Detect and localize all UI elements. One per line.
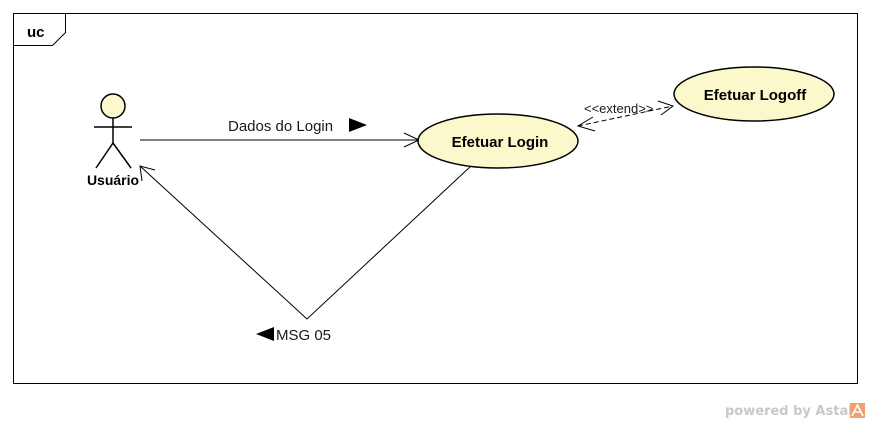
response-line bbox=[139, 165, 472, 320]
actor-right-leg bbox=[112, 142, 132, 169]
actor-usuario[interactable]: Usuário bbox=[87, 93, 139, 188]
association-response[interactable] bbox=[139, 165, 472, 320]
frame-tag: uc bbox=[27, 24, 45, 41]
message-label-response: MSG 05 bbox=[276, 327, 331, 344]
astah-logo-icon bbox=[850, 403, 865, 418]
use-case-label: Efetuar Logoff bbox=[704, 87, 807, 104]
watermark-text: powered by Astah bbox=[725, 404, 857, 419]
message-direction-right-icon bbox=[349, 118, 367, 132]
extend-arrowhead-logoff bbox=[657, 100, 675, 116]
message-direction-left-icon bbox=[256, 327, 274, 341]
response-arrowhead bbox=[139, 165, 156, 182]
use-case-efetuar-logoff[interactable]: Efetuar Logoff bbox=[673, 66, 835, 122]
actor-left-leg bbox=[95, 142, 114, 169]
use-case-label: Efetuar Login bbox=[452, 134, 549, 151]
actor-label: Usuário bbox=[87, 172, 139, 188]
use-case-ellipse bbox=[417, 113, 579, 169]
extend-stereotype-label: <<extend>> bbox=[584, 101, 653, 116]
use-case-efetuar-login[interactable]: Efetuar Login bbox=[417, 113, 579, 169]
extend-relationship[interactable] bbox=[576, 100, 675, 132]
message-label-login-data: Dados do Login bbox=[228, 118, 333, 135]
use-case-ellipse bbox=[673, 66, 835, 122]
actor-head bbox=[100, 93, 126, 119]
extend-dashed-line bbox=[577, 105, 674, 127]
extend-arrowhead-login bbox=[576, 116, 596, 132]
frame-tag-box bbox=[13, 13, 66, 46]
